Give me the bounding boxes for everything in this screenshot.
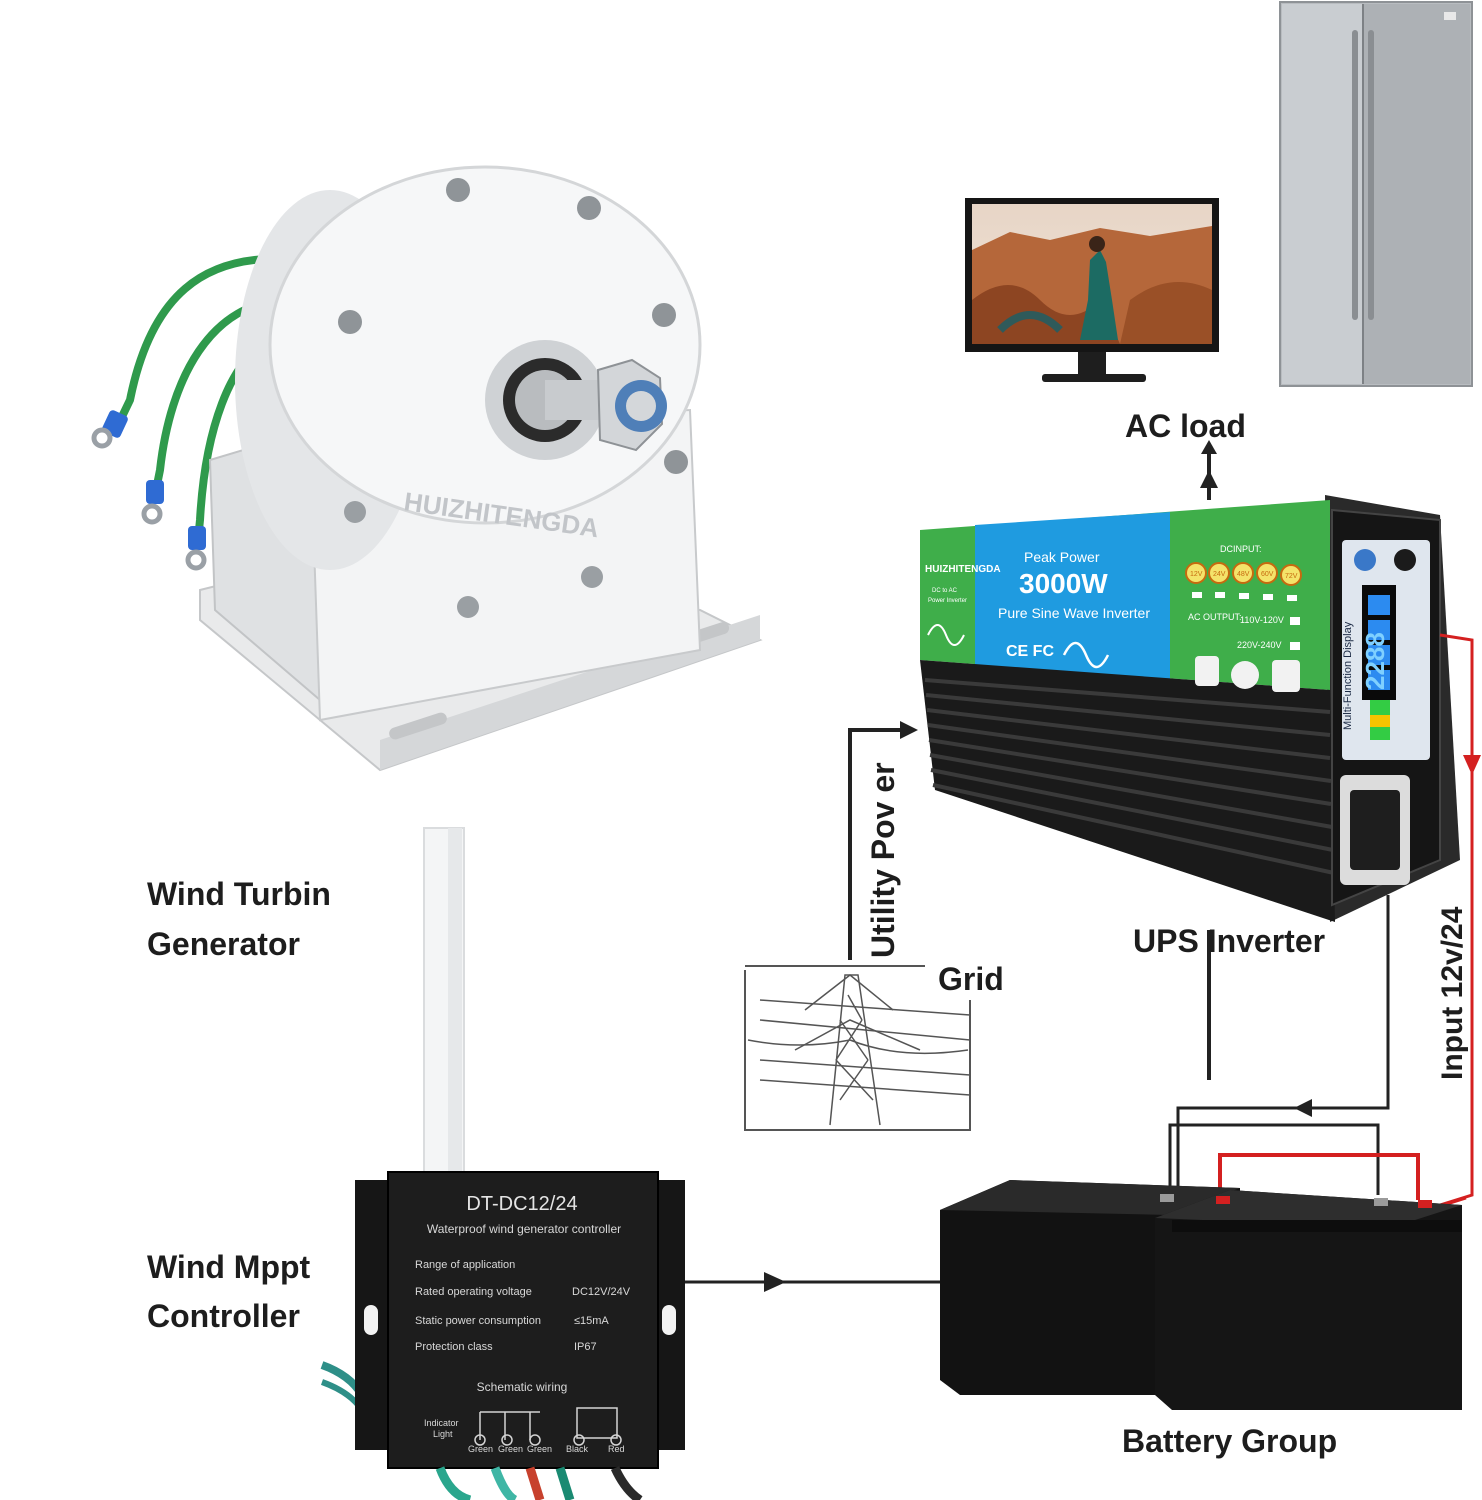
wire-label-red: Red: [608, 1444, 625, 1454]
wire-label-green-2: Green: [498, 1444, 523, 1454]
inverter-ac-output-label: AC OUTPUT:: [1188, 612, 1242, 622]
controller-model: DT-DC12/24: [466, 1193, 577, 1215]
inverter-ac-out-2: 220V-240V: [1237, 640, 1282, 650]
refrigerator: [1279, 1, 1473, 387]
battery-wiring: [1168, 633, 1481, 1212]
controller-desc: Waterproof wind generator controller: [427, 1222, 621, 1236]
controller-range-label: Range of application: [415, 1259, 515, 1271]
dc-option-48v: 48V: [1237, 571, 1250, 578]
wind-controller-box: [320, 1171, 685, 1500]
label-controller: Controller: [147, 1298, 300, 1334]
label-ac-load: AC load: [1125, 408, 1246, 444]
inverter-peak-label: Peak Power: [1024, 549, 1100, 565]
dc-option-12v: 12V: [1190, 571, 1203, 578]
label-battery-group: Battery Group: [1122, 1423, 1338, 1459]
label-input-voltage: Input 12v/24: [1436, 906, 1469, 1080]
utility-power-line: [848, 721, 918, 960]
inverter-display-reading: 2288: [1360, 632, 1390, 690]
label-wind-turbine: Wind Turbin: [147, 876, 331, 912]
spec-name-voltage: Rated operating voltage: [415, 1286, 532, 1298]
inverter-display-title: Multi-Function Display: [1342, 621, 1354, 730]
spec-name-protection: Protection class: [415, 1341, 493, 1353]
label-wind-mppt: Wind Mppt: [147, 1249, 311, 1285]
label-generator: Generator: [147, 926, 300, 962]
wind-generator: [91, 165, 763, 772]
label-ups-inverter: UPS Inverter: [1133, 923, 1326, 959]
arrow-controller-battery: [685, 1272, 940, 1292]
inverter-subtitle-1: DC to AC: [932, 588, 958, 594]
spec-value-consumption: ≤15mA: [574, 1315, 609, 1327]
wire-label-black: Black: [566, 1444, 589, 1454]
dc-option-24v: 24V: [1213, 571, 1226, 578]
controller-pole: [423, 827, 465, 1174]
inverter-brand: HUIZHITENGDA: [925, 564, 1001, 575]
arrow-ac-load: [1200, 440, 1218, 500]
spec-value-voltage: DC12V/24V: [572, 1286, 631, 1298]
controller-schematic-label: Schematic wiring: [477, 1380, 568, 1394]
ups-inverter: [920, 495, 1460, 922]
wire-label-green-1: Green: [468, 1444, 493, 1454]
battery-group: [940, 1180, 1462, 1410]
inverter-wave-type: Pure Sine Wave Inverter: [998, 605, 1150, 621]
label-grid: Grid: [938, 961, 1004, 997]
dc-option-72v: 72V: [1285, 573, 1298, 580]
inverter-cert: CE FC: [1006, 643, 1054, 660]
dc-option-60v: 60V: [1261, 571, 1274, 578]
label-utility-power: Utility Pov er: [865, 762, 901, 958]
inverter-ac-out-1: 110V-120V: [1240, 615, 1284, 625]
inverter-wattage: 3000W: [1019, 568, 1108, 599]
tv-monitor: [965, 198, 1219, 382]
grid-tower: [744, 965, 971, 1131]
wire-label-green-3: Green: [527, 1444, 552, 1454]
spec-value-protection: IP67: [574, 1341, 597, 1353]
controller-indicator-1: Indicator: [424, 1418, 459, 1428]
controller-indicator-2: Light: [433, 1429, 453, 1439]
spec-name-consumption: Static power consumption: [415, 1315, 541, 1327]
inverter-dc-input-label: DCINPUT:: [1220, 544, 1262, 554]
inverter-subtitle-2: Power Inverter: [928, 598, 967, 604]
